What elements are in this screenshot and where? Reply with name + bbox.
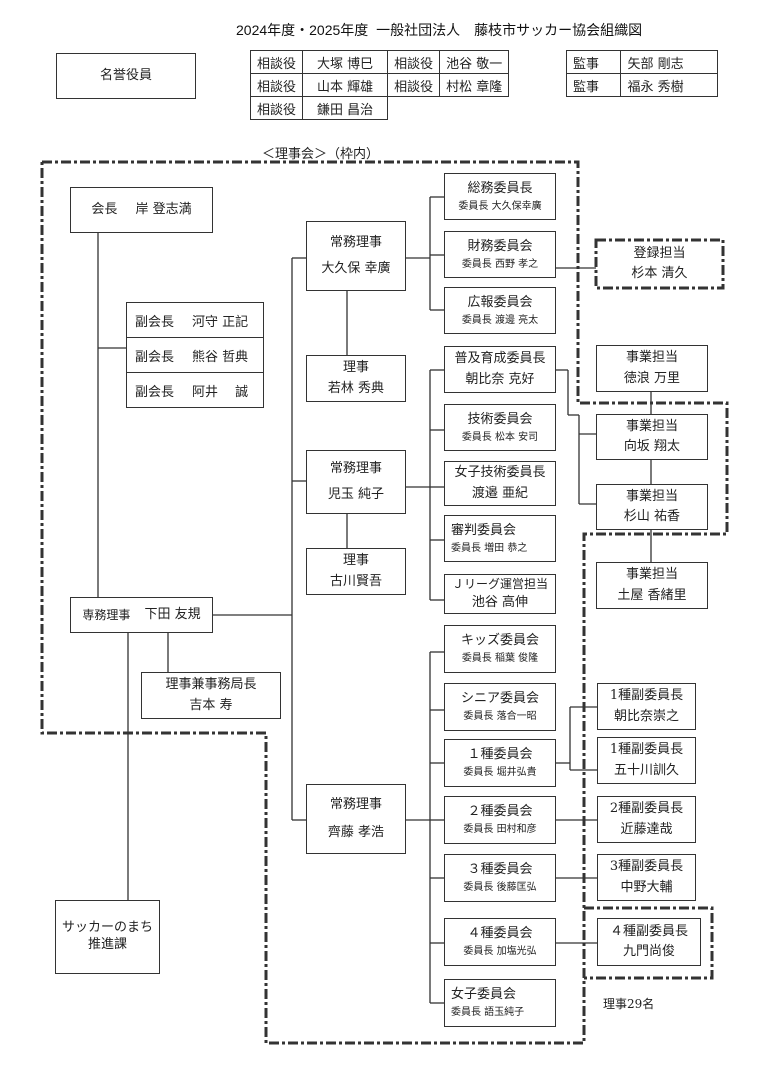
vice-chair-box: 3種副委員長中野大輔 [597, 854, 696, 901]
committee-box: ２種委員会委員長 田村和彦 [444, 796, 556, 844]
registration-frame [594, 238, 725, 290]
honorary-label: 名誉役員 [99, 67, 152, 83]
advisors-table: 相談役大塚 博巳 相談役池谷 敬一 相談役山本 輝雄 相談役村松 章隆 相談役鎌… [249, 50, 510, 120]
staff-box: 事業担当徳浪 万里 [596, 345, 708, 392]
vice-president-row: 副会長河守 正記 [127, 303, 263, 338]
vice-chair-box: 1種副委員長朝比奈崇之 [597, 683, 696, 730]
honorary-box: 名誉役員 [56, 53, 196, 99]
president-box: 会長岸 登志満 [70, 187, 213, 233]
board-label: ＜理事会＞（枠内） [262, 147, 380, 162]
table-row: 相談役山本 輝雄 相談役村松 章隆 [249, 73, 510, 97]
committee-box: ４種委員会委員長 加塩光弘 [444, 918, 556, 966]
board-count: 理事29名 [603, 997, 655, 1011]
committee-box: Ｊリーグ運営担当池谷 高伸 [444, 574, 556, 614]
vice-president-row: 副会長熊谷 哲典 [127, 338, 263, 373]
staff-box: 事業担当向坂 翔太 [596, 414, 708, 460]
committee-box: 女子委員会委員長 語玉純子 [444, 979, 556, 1027]
committee-box: 審判委員会委員長 増田 恭之 [444, 515, 556, 562]
table-row: 監事矢部 剛志 [565, 50, 718, 74]
staff-box: 登録担当杉本 清久 [631, 245, 688, 281]
executive-director-box: 常務理事大久保 幸廣 [306, 221, 406, 291]
director-box: 理事古川賢吾 [306, 548, 406, 595]
vice-chair-box: 1種副委員長五十川訓久 [597, 737, 696, 784]
committee-box: 広報委員会委員長 渡邊 亮太 [444, 287, 556, 334]
managing-director-box: 専務理事下田 友規 [70, 597, 213, 633]
city-department-box: サッカーのまち推進課 [55, 900, 160, 974]
executive-director-box: 常務理事児玉 純子 [306, 450, 406, 514]
table-row: 監事福永 秀樹 [565, 73, 718, 97]
staff-box: 事業担当杉山 祐香 [596, 484, 708, 530]
committee-box: １種委員会委員長 堀井弘貴 [444, 739, 556, 787]
committee-box: 女子技術委員長渡邉 亜紀 [444, 461, 556, 506]
committee-box: 技術委員会委員長 松本 安司 [444, 404, 556, 451]
committee-box: シニア委員会委員長 落合一昭 [444, 683, 556, 731]
vice-chair-box: 2種副委員長近藤達哉 [597, 796, 696, 843]
director-box: 理事若林 秀典 [306, 355, 406, 402]
secretary-general-box: 理事兼事務局長吉本 寿 [141, 672, 281, 719]
committee-box: 総務委員長委員長 大久保幸廣 [444, 173, 556, 220]
table-row: 相談役大塚 博巳 相談役池谷 敬一 [249, 50, 510, 74]
vice-president-stack: 副会長河守 正記 副会長熊谷 哲典 副会長阿井 誠 [126, 302, 264, 408]
executive-director-box: 常務理事齊藤 孝浩 [306, 784, 406, 854]
auditors-table: 監事矢部 剛志 監事福永 秀樹 [565, 50, 718, 97]
committee-box: キッズ委員会委員長 稲葉 俊隆 [444, 625, 556, 673]
committee-box: ３種委員会委員長 後藤匡弘 [444, 854, 556, 902]
vice-president-row: 副会長阿井 誠 [135, 384, 249, 400]
staff-box: 事業担当土屋 香緒里 [596, 562, 708, 609]
chart-title: 2024年度・2025年度 一般社団法人 藤枝市サッカー協会組織図 [236, 22, 643, 38]
committee-box: 普及育成委員長朝比奈 克好 [444, 346, 556, 393]
committee-box: 財務委員会委員長 西野 孝之 [444, 231, 556, 278]
table-row: 相談役鎌田 昌治 [249, 96, 509, 120]
vice-chair-box: ４種副委員長九門尚俊 [597, 918, 701, 966]
board-frame [40, 160, 729, 1045]
